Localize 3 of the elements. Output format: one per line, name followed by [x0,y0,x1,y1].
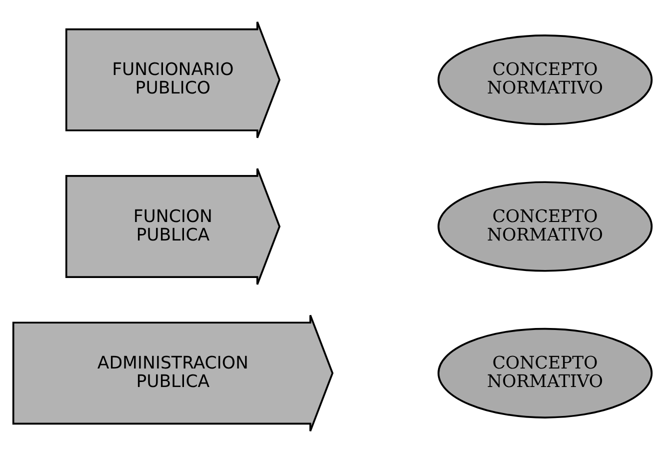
node-ellipse: CONCEPTO NORMATIVO [438,180,653,272]
node-ellipse: CONCEPTO NORMATIVO [438,327,653,418]
node-ellipse: CONCEPTO NORMATIVO [438,34,653,125]
